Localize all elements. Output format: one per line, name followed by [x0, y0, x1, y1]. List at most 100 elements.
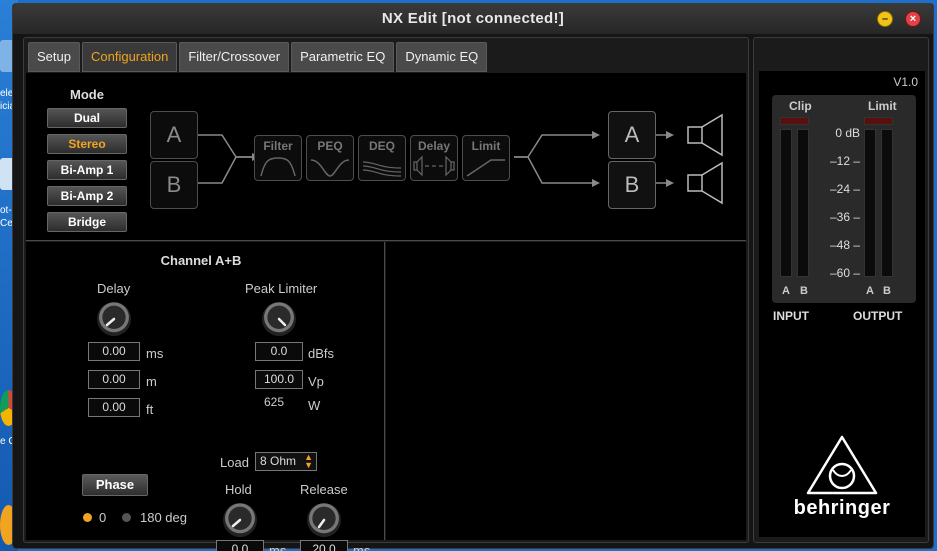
peak-limiter-knob[interactable] — [262, 302, 296, 336]
hold-unit: ms — [269, 543, 287, 551]
clip-label: Clip — [789, 99, 812, 113]
scale-48db: –48 – — [829, 238, 860, 252]
peak-dbfs-field[interactable]: 0.0 — [255, 342, 303, 361]
phase-180-radio[interactable] — [122, 513, 131, 522]
delay-m-field[interactable]: 0.00 — [88, 370, 140, 389]
tab-filter-crossover[interactable]: Filter/Crossover — [179, 42, 290, 72]
peak-dbfs-unit: dBfs — [308, 346, 335, 361]
tab-configuration[interactable]: Configuration — [81, 42, 178, 72]
limit-label: Limit — [471, 139, 501, 153]
load-label: Load — [220, 455, 249, 470]
scale-24db: –24 – — [829, 182, 860, 196]
input-a-meter — [780, 129, 792, 277]
scale-0db: 0 dB — [835, 126, 860, 140]
meter-panel: V1.0 Clip Limit 0 dB –12 – –24 – –36 – –… — [753, 37, 929, 543]
select-arrows-icon: ▲▼ — [304, 452, 313, 470]
mode-bridge-button[interactable]: Bridge — [47, 212, 127, 232]
delay-ms-unit: ms — [146, 346, 164, 361]
peak-limiter-label: Peak Limiter — [245, 281, 318, 296]
hold-label: Hold — [225, 482, 252, 497]
filter-block[interactable]: Filter — [254, 135, 302, 181]
delay-speaker-icon — [413, 155, 455, 177]
mode-title: Mode — [70, 87, 104, 102]
hold-knob[interactable] — [223, 503, 257, 537]
mode-stereo-button[interactable]: Stereo — [47, 134, 127, 154]
level-meters: Clip Limit 0 dB –12 – –24 – –36 – –48 – … — [772, 95, 916, 303]
meter-inner: V1.0 Clip Limit 0 dB –12 – –24 – –36 – –… — [759, 71, 925, 537]
mode-bi-amp-1-button[interactable]: Bi-Amp 1 — [47, 160, 127, 180]
delay-block[interactable]: Delay — [410, 135, 458, 181]
load-select-value: 8 Ohm — [260, 454, 297, 468]
empty-panel — [386, 242, 746, 540]
configuration-area: Mode Dual Stereo Bi-Amp 1 Bi-Amp 2 Bridg… — [26, 73, 746, 241]
release-knob[interactable] — [307, 503, 341, 537]
phase-0-radio[interactable] — [83, 513, 92, 522]
output-b-label: B — [624, 172, 640, 197]
channel-title: Channel A+B — [160, 253, 242, 268]
scale-36db: –36 – — [829, 210, 860, 224]
release-field[interactable]: 20.0 — [300, 540, 348, 551]
desktop-icon-label: Ce — [0, 218, 13, 229]
desktop-icon-label: ot- — [0, 205, 12, 216]
limit-label: Limit — [868, 99, 897, 113]
delay-label: Delay — [97, 281, 131, 296]
peak-w-value: 625 — [264, 395, 285, 409]
output-label: OUTPUT — [853, 309, 903, 323]
desktop-icon-label: e Cl — [0, 436, 18, 447]
delay-label: Delay — [417, 139, 451, 153]
speaker-b-icon — [687, 161, 723, 205]
output-b-meter — [881, 129, 893, 277]
input-a-label: A — [782, 285, 790, 297]
hold-field[interactable]: 0.0 — [216, 540, 264, 551]
close-button[interactable]: × — [905, 11, 921, 27]
load-select[interactable]: 8 Ohm ▲▼ — [255, 452, 317, 471]
app-window: NX Edit [not connected!] – × Setup Confi… — [12, 3, 934, 551]
input-b-label: B — [166, 172, 182, 197]
input-b-label: B — [800, 285, 808, 297]
output-a-block[interactable]: A — [608, 111, 656, 159]
deq-curve-icon — [362, 161, 402, 177]
version-label: V1.0 — [893, 75, 918, 89]
scale-60db: –60 – — [829, 266, 860, 280]
phase-180-label: 180 deg — [140, 510, 187, 525]
desktop-icon-label: eler — [0, 88, 17, 99]
input-a-block[interactable]: A — [150, 111, 198, 159]
channel-settings-panel: Channel A+B Delay 0.00 ms 0.00 m 0.00 ft… — [26, 242, 385, 551]
input-a-label: A — [166, 122, 182, 147]
peak-vp-field[interactable]: 100.0 — [255, 370, 303, 389]
release-unit: ms — [353, 543, 371, 551]
delay-ft-unit: ft — [146, 402, 154, 417]
main-panel: Setup Configuration Filter/Crossover Par… — [23, 37, 749, 551]
limit-curve-icon — [466, 159, 505, 177]
tab-setup[interactable]: Setup — [28, 42, 80, 72]
filter-label: Filter — [263, 139, 293, 153]
limit-block[interactable]: Limit — [462, 135, 510, 181]
deq-block[interactable]: DEQ — [358, 135, 406, 181]
desktop-icon-label: icia — [0, 101, 16, 112]
delay-knob[interactable] — [97, 302, 131, 336]
mode-bi-amp-2-button[interactable]: Bi-Amp 2 — [47, 186, 127, 206]
minimize-button[interactable]: – — [877, 11, 893, 27]
clip-indicator — [780, 117, 809, 125]
limit-indicator — [864, 117, 893, 125]
tab-dynamic-eq[interactable]: Dynamic EQ — [396, 42, 488, 72]
output-a-meter — [864, 129, 876, 277]
peak-w-unit: W — [308, 398, 321, 413]
phase-button[interactable]: Phase — [82, 474, 148, 496]
delay-ms-field[interactable]: 0.00 — [88, 342, 140, 361]
input-b-block[interactable]: B — [150, 161, 198, 209]
tab-parametric-eq[interactable]: Parametric EQ — [291, 42, 395, 72]
filter-curve-icon — [260, 157, 296, 177]
peq-curve-icon — [310, 159, 350, 177]
output-a-label: A — [624, 122, 640, 147]
tab-bar: Setup Configuration Filter/Crossover Par… — [28, 42, 488, 72]
mode-dual-button[interactable]: Dual — [47, 108, 127, 128]
title-bar[interactable]: NX Edit [not connected!] – × — [13, 4, 933, 34]
delay-ft-field[interactable]: 0.00 — [88, 398, 140, 417]
output-a-label: A — [866, 285, 874, 297]
delay-m-unit: m — [146, 374, 157, 389]
release-label: Release — [300, 482, 348, 497]
output-b-block[interactable]: B — [608, 161, 656, 209]
output-b-label: B — [883, 285, 891, 297]
peq-block[interactable]: PEQ — [306, 135, 354, 181]
